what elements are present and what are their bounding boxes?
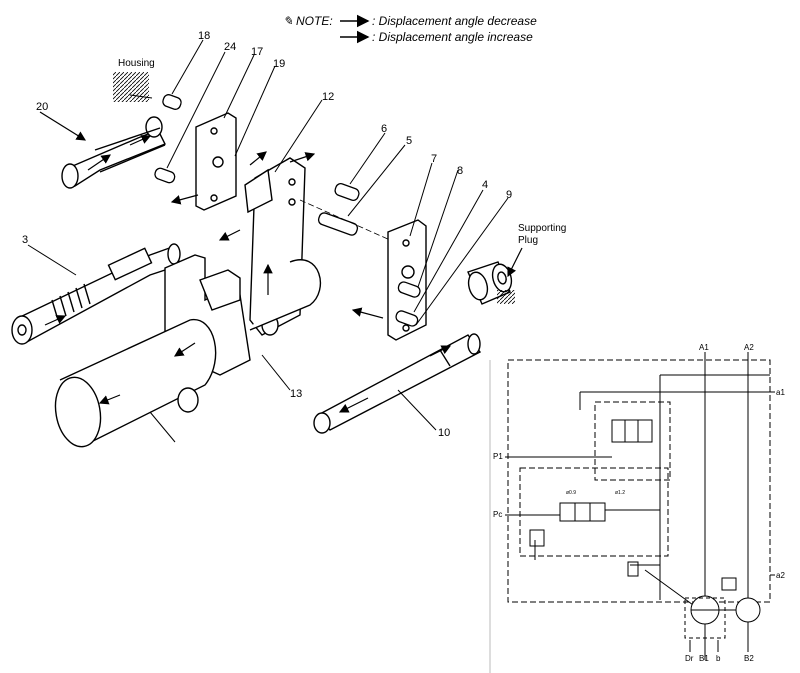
part-7-plate [387, 219, 427, 341]
callout-3: 3 [22, 234, 29, 246]
legend-arrows [340, 14, 370, 44]
part-17-plate [195, 112, 237, 211]
housing-label: Housing [118, 58, 155, 69]
orifice-1-2: ø1.2 [615, 490, 626, 496]
port-B1: B1 [699, 654, 709, 663]
port-A2: A2 [744, 343, 754, 352]
callout-20: 20 [36, 101, 49, 113]
port-a1: a1 [776, 388, 785, 397]
port-a2: a2 [776, 571, 785, 580]
callout-17: 17 [251, 46, 264, 58]
part-3-spool [11, 243, 181, 345]
part-10-rod [313, 333, 482, 434]
callout-18: 18 [198, 30, 211, 42]
pins-6-5 [317, 183, 360, 236]
supporting-plug-label: Supporting Plug [518, 223, 567, 246]
callout-10: 10 [438, 427, 451, 439]
callout-7: 7 [431, 153, 438, 165]
callout-4: 4 [482, 179, 489, 191]
port-b: b [716, 654, 721, 663]
port-Dr: Dr [685, 654, 694, 663]
housing-hatch [113, 72, 149, 102]
callout-6: 6 [381, 123, 388, 135]
note-pencil-icon: ✎ [283, 14, 294, 28]
callout-9: 9 [506, 189, 513, 201]
hydraulic-schematic [505, 352, 775, 660]
port-A1: A1 [699, 343, 709, 352]
callout-24: 24 [224, 41, 237, 53]
note-decrease-text: : Displacement angle decrease [372, 14, 537, 28]
part-20-piston [61, 116, 166, 189]
port-P1: P1 [493, 452, 503, 461]
callout-8: 8 [457, 165, 464, 177]
callout-13: 13 [290, 388, 303, 400]
note-title: NOTE: [296, 14, 333, 28]
callout-12: 12 [322, 91, 335, 103]
pins-8-4 [395, 281, 421, 327]
port-Pc: Pc [493, 510, 503, 519]
pins-18-24 [154, 94, 182, 184]
callout-19: 19 [273, 58, 286, 70]
port-B2: B2 [744, 654, 754, 663]
callout-5: 5 [406, 135, 413, 147]
orifice-0-9: ø0.9 [566, 490, 577, 496]
note-increase-text: : Displacement angle increase [372, 30, 533, 44]
